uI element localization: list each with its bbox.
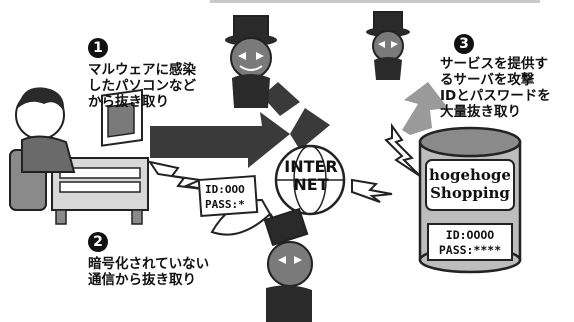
- server-credentials: ID:OOOO PASS:****: [428, 228, 512, 258]
- step-3-badge: 3: [454, 34, 474, 54]
- internet-label-line-1: INTER: [284, 157, 338, 176]
- intercepted-card-text: ID:OOO PASS:*: [205, 182, 245, 212]
- step-2-caption: 暗号化されていない 通信から抜き取り: [88, 256, 209, 288]
- step-1-line-1: マルウェアに感染: [88, 62, 196, 78]
- step-3-caption: サービスを提供す るサーバを攻撃 IDとパスワードを 大量抜き取り: [440, 56, 551, 120]
- victim-pc-user: [9, 87, 149, 225]
- attacker-bottom: [263, 207, 313, 322]
- step-3-number: 3: [459, 36, 469, 52]
- server-pass: PASS:****: [438, 243, 502, 257]
- step-2-line-2: 通信から抜き取り: [88, 272, 196, 288]
- step-1-line-2: したパソコンなど: [88, 78, 196, 94]
- step-2-line-1: 暗号化されていない: [88, 256, 210, 272]
- intercepted-card: [197, 175, 259, 217]
- arrow-to-right-attacker: [402, 82, 448, 135]
- intercepted-pass: PASS:*: [205, 198, 245, 211]
- internet-label-line-2: NET: [293, 175, 329, 194]
- internet-globe: [274, 144, 346, 216]
- attacker-right: [366, 11, 410, 80]
- step-3-line-2: るサーバを攻撃: [440, 72, 535, 88]
- step-3-line-4: 大量抜き取り: [440, 104, 521, 120]
- step-1-badge: 1: [88, 38, 108, 58]
- shopping-server: [418, 126, 522, 274]
- step-1-line-3: から抜き取り: [88, 94, 169, 110]
- attacker-center: [225, 15, 277, 108]
- step-1-caption: マルウェアに感染 したパソコンなど から抜き取り: [88, 62, 196, 110]
- step-1-number: 1: [93, 40, 103, 56]
- server-name-line-2: Shopping: [430, 184, 510, 202]
- top-divider: [210, 0, 540, 3]
- step-2-number: 2: [93, 234, 103, 250]
- step-3-line-1: サービスを提供す: [440, 56, 548, 72]
- step-3-line-3: IDとパスワードを: [440, 88, 551, 104]
- intercepted-id: ID:OOO: [205, 183, 245, 196]
- arrow-to-center-attacker: [150, 82, 330, 168]
- server-id: ID:OOOO: [445, 228, 495, 242]
- internet-label: INTER NET: [284, 158, 338, 194]
- server-name-line-1: hogehoge: [429, 166, 511, 184]
- step-2-badge: 2: [88, 232, 108, 252]
- server-sign: hogehoge Shopping: [426, 166, 514, 202]
